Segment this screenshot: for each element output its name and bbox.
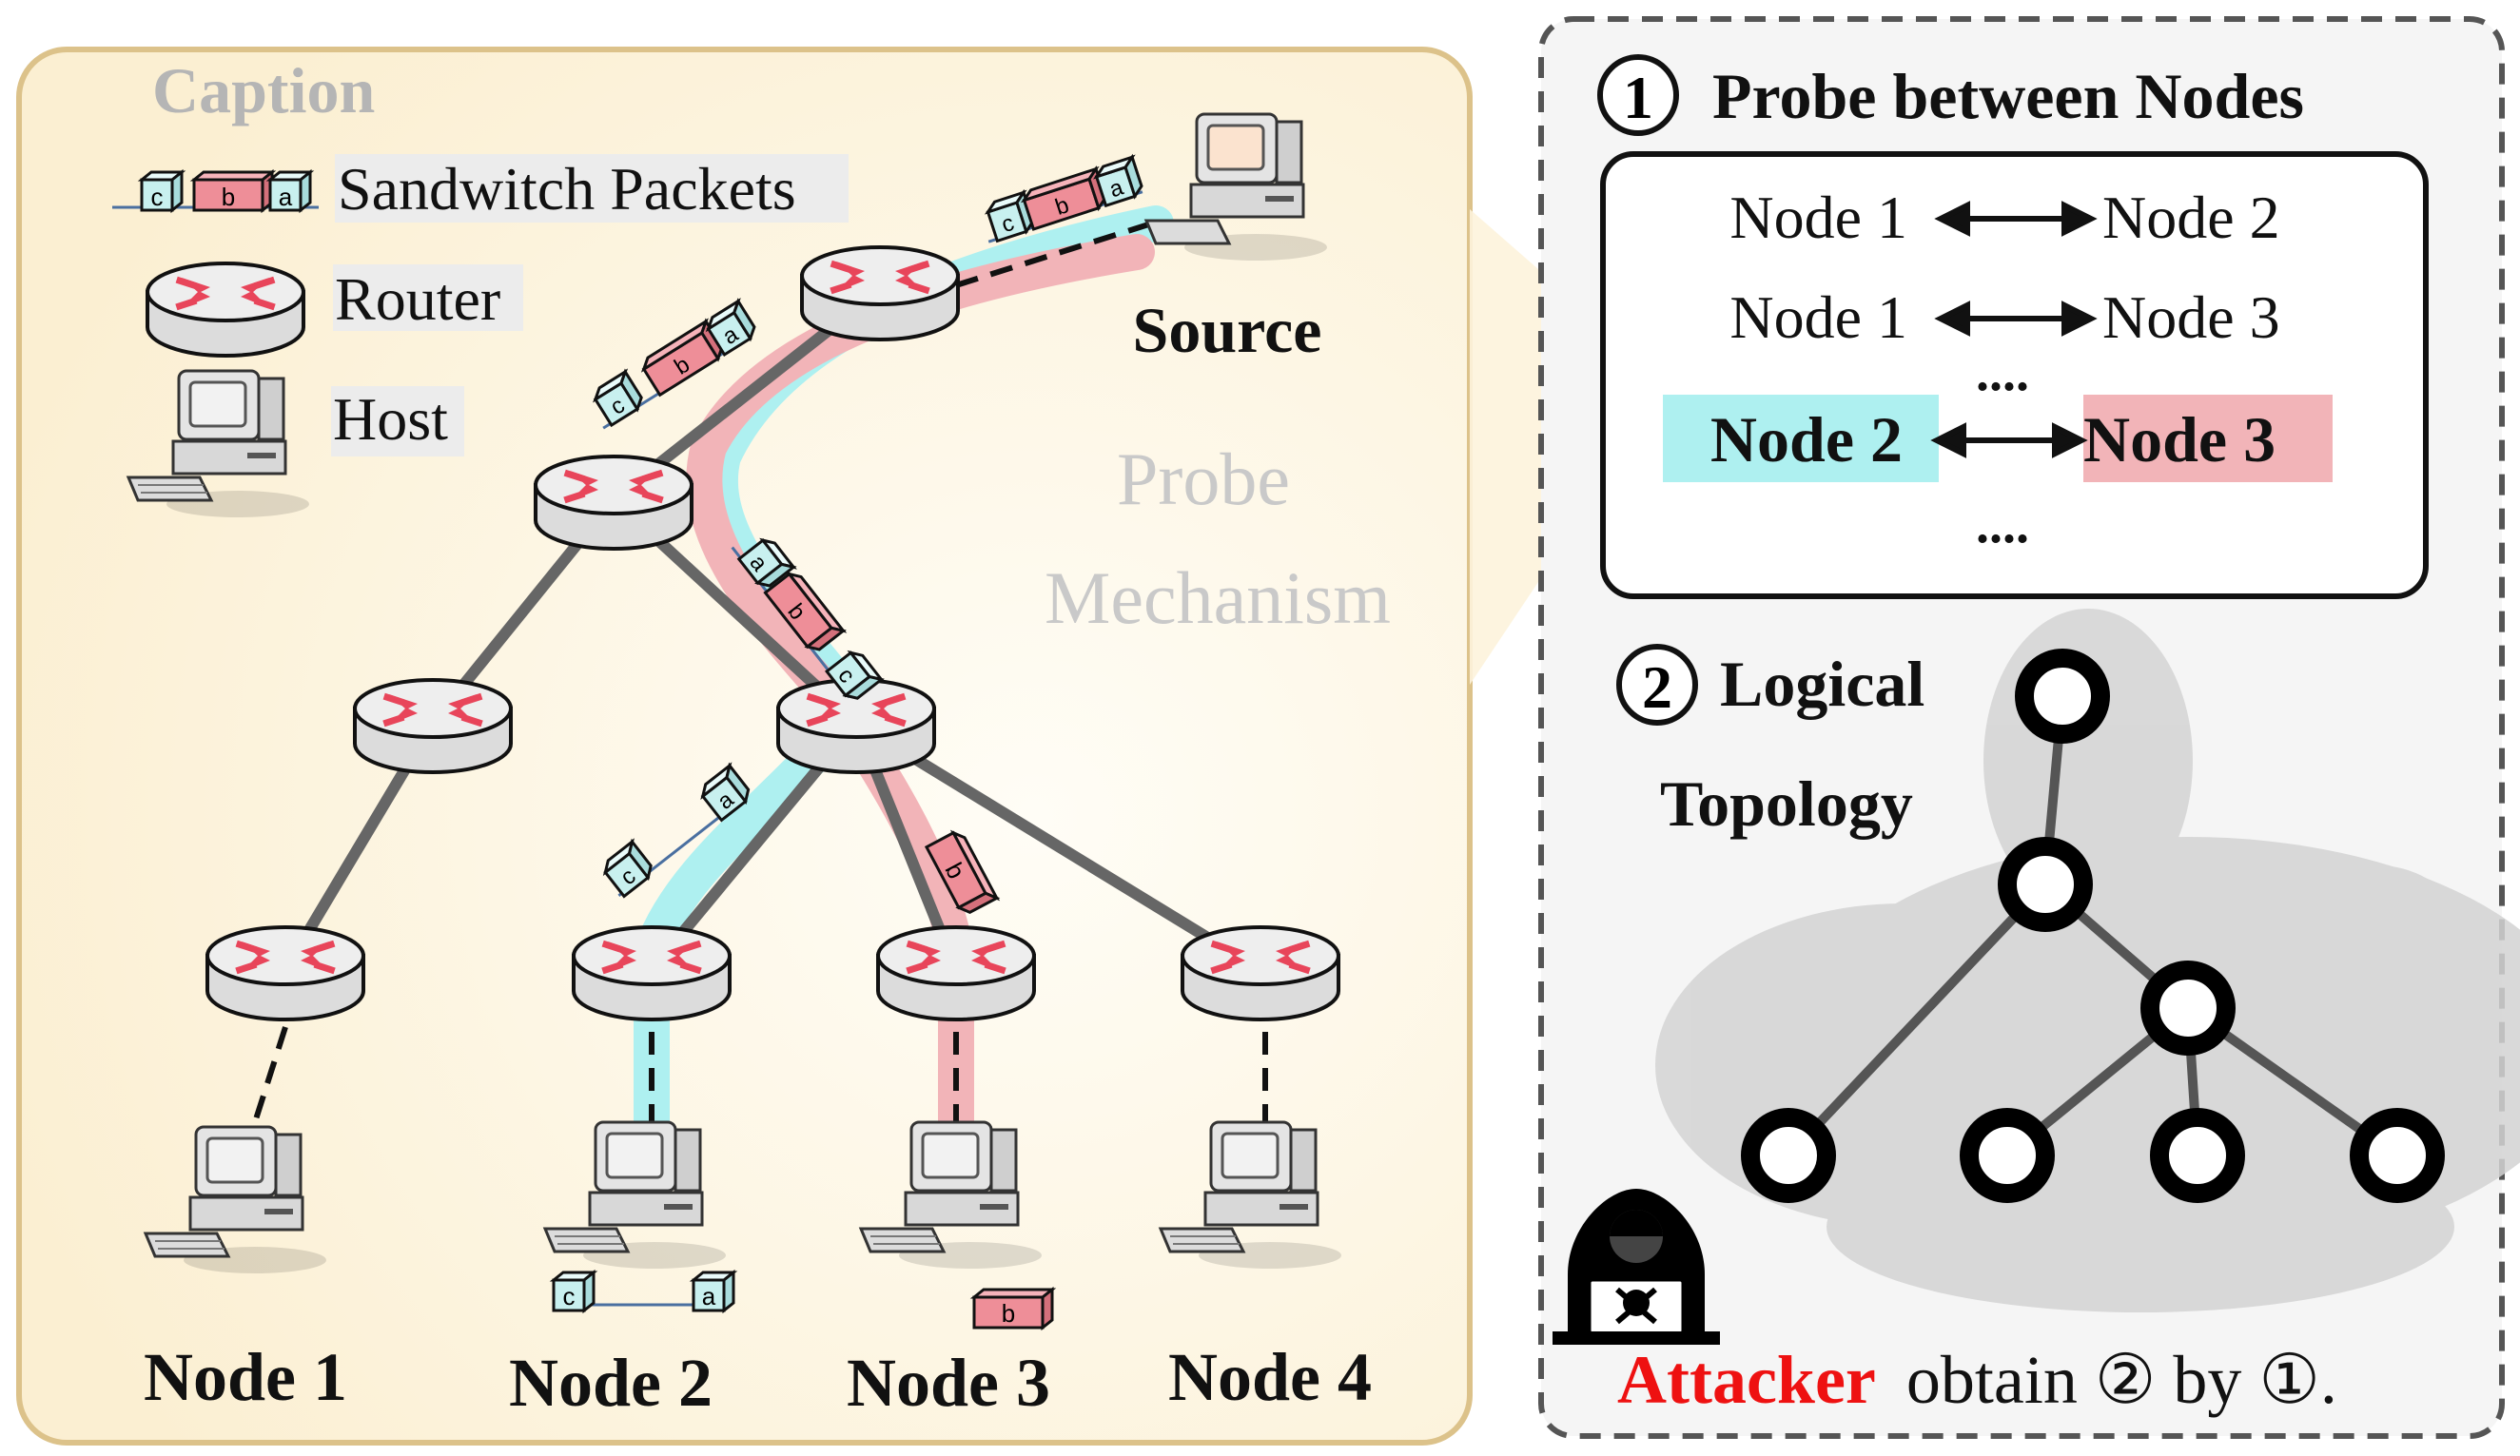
router-left xyxy=(353,678,513,774)
probe-title: Probe between Nodes xyxy=(1712,60,2304,132)
router-edge-3 xyxy=(876,925,1036,1021)
router-edge-4 xyxy=(1181,925,1340,1021)
pair3-right-highlight xyxy=(2083,395,2333,482)
packets-node2-link: c a xyxy=(598,764,755,898)
legend-packet-letter: c xyxy=(151,183,164,211)
node1-label: Node 1 xyxy=(144,1339,347,1415)
pair2-left: Node 1 xyxy=(1729,283,1907,351)
step1-marker-number: 1 xyxy=(1623,64,1653,131)
probe-pairs-box xyxy=(1600,151,2429,599)
packets-near-source: c b a xyxy=(984,155,1145,243)
packet-node3-link: b xyxy=(925,827,999,918)
legend-label-bg xyxy=(331,386,464,456)
node3-label: Node 3 xyxy=(847,1345,1050,1421)
pairs-ellipsis-2: .... xyxy=(1976,495,2029,554)
router-edge-1 xyxy=(205,925,365,1021)
legend-packet-letter: a xyxy=(279,183,293,211)
packet-arrived-node3: b xyxy=(972,1288,1054,1330)
attacker-icon xyxy=(1553,1189,1720,1345)
logical-nodes xyxy=(1741,649,2445,1203)
router-edge-2 xyxy=(572,925,732,1021)
router-level1 xyxy=(534,455,693,551)
logical-title-line1: Logical xyxy=(1720,648,1924,720)
packet-letter: c xyxy=(563,1282,576,1310)
legend-label-bg xyxy=(335,154,849,223)
packet-letter: b xyxy=(1002,1299,1015,1328)
packets-middle-link: a b c xyxy=(731,534,883,705)
packet-letter: a xyxy=(702,1282,716,1310)
node4-label: Node 4 xyxy=(1168,1339,1372,1415)
attacker-word: Attacker xyxy=(1617,1342,1876,1418)
node2-label: Node 2 xyxy=(509,1345,713,1421)
attacker-sentence: Attacker obtain ② by ①. xyxy=(1617,1342,2337,1418)
pair3-left-highlight xyxy=(1663,395,1939,482)
router-root xyxy=(800,245,960,341)
caption-title: Caption xyxy=(152,54,375,126)
step1-marker-circle xyxy=(1597,54,1679,136)
legend-router-icon xyxy=(146,262,305,358)
packets-arrived-node2: c a xyxy=(552,1271,735,1312)
mechanism-label-line1: Probe xyxy=(1117,437,1290,520)
packets-upper-link: c b a xyxy=(590,300,760,430)
mechanism-label-line2: Mechanism xyxy=(1045,556,1391,639)
legend-host-label: Host xyxy=(333,385,448,453)
pair-arrows xyxy=(1930,201,2098,458)
step2-marker-circle xyxy=(1616,644,1698,726)
pair2-right: Node 3 xyxy=(2102,283,2280,351)
attacker-rest: obtain ② by ①. xyxy=(1906,1342,2337,1418)
pair3-left: Node 2 xyxy=(1710,403,1903,476)
legend-label-bg xyxy=(333,264,523,331)
pair1-right: Node 2 xyxy=(2102,184,2280,251)
step2-marker-number: 2 xyxy=(1642,653,1672,721)
pairs-ellipsis-1: .... xyxy=(1976,343,2029,402)
legend-router-label: Router xyxy=(335,265,500,333)
source-label: Source xyxy=(1133,294,1322,366)
pair1-left: Node 1 xyxy=(1729,184,1907,251)
legend-packet-icon: c b a xyxy=(112,170,319,212)
logical-title-line2: Topology xyxy=(1660,767,1913,840)
host-links xyxy=(252,218,1268,1123)
legend-packet-letter: b xyxy=(222,183,235,211)
pair3-right: Node 3 xyxy=(2083,403,2276,476)
legend-packets-label: Sandwitch Packets xyxy=(338,155,796,223)
